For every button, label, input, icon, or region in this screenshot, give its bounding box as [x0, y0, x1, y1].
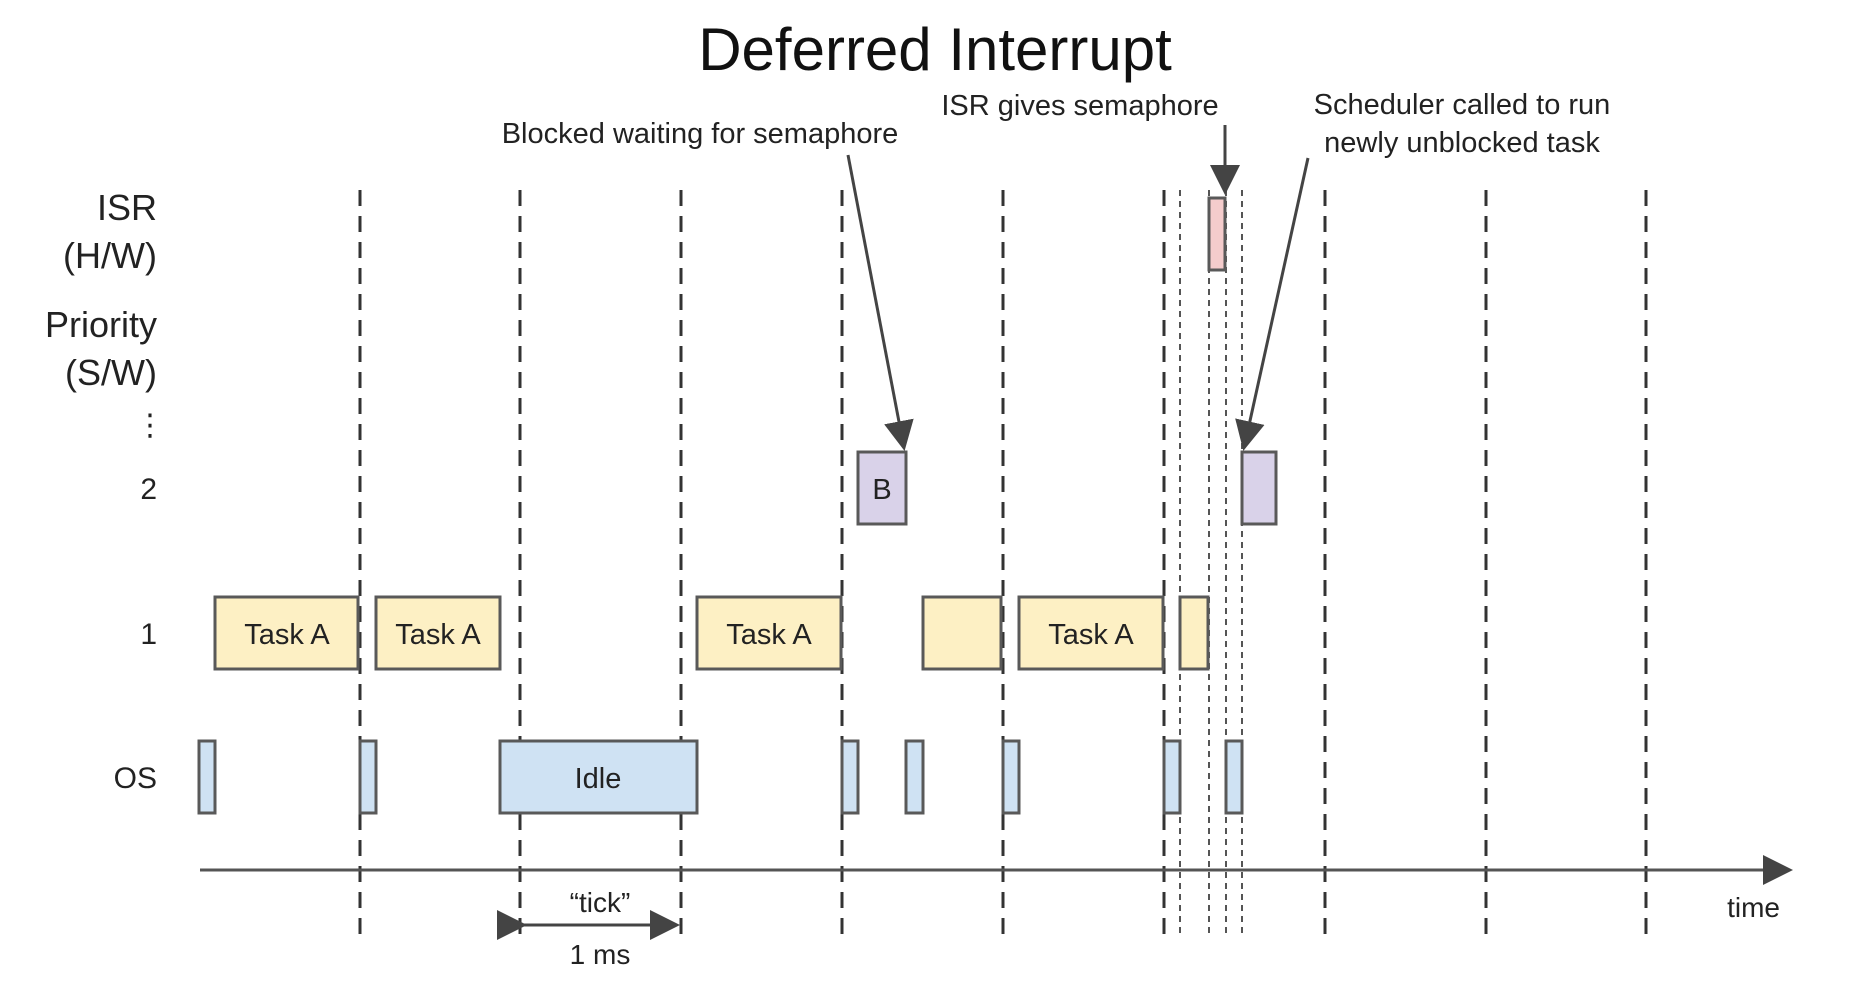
os-box: [840, 739, 860, 815]
row-label-priority: Priority: [45, 304, 157, 345]
task-a-label: Task A: [726, 619, 812, 651]
row-label-isr-hw: (H/W): [63, 235, 157, 276]
row-label-priority-2: 2: [140, 473, 157, 506]
os-box: [358, 739, 378, 815]
task-a-label: Task A: [1048, 619, 1134, 651]
row-labels: ISR (H/W) Priority (S/W) ⋮ 2 1 OS: [45, 187, 165, 795]
row-label-priority-1: 1: [140, 618, 157, 651]
task-a-box: [695, 595, 843, 671]
task-a-box: [1178, 595, 1210, 671]
task-a-label: Task A: [244, 619, 330, 651]
time-axis-label: time: [1727, 892, 1780, 923]
annotation-isr-gives: ISR gives semaphore: [941, 90, 1218, 122]
task-a-label: Task A: [395, 619, 481, 651]
os-box: [904, 739, 925, 815]
task-a-box: [921, 595, 1003, 671]
scheduler-arrow: [1235, 157, 1310, 451]
os-box: [1001, 739, 1021, 815]
event-lines: [1179, 190, 1243, 935]
annotation-arrows: [846, 125, 1310, 451]
row-label-isr: ISR: [97, 187, 157, 228]
task-a-box: [1017, 595, 1165, 671]
priority-2-row: [856, 450, 1278, 526]
blocked-arrow: [846, 154, 914, 451]
annotation-scheduler-line2: newly unblocked task: [1324, 127, 1600, 159]
os-row: [197, 739, 1244, 815]
row-label-priority-sw: (S/W): [65, 352, 157, 393]
idle-label: Idle: [575, 763, 622, 795]
priority-1-labels: Task A Task A Task A Task A: [244, 619, 1134, 651]
task-a-box: [213, 595, 360, 671]
task-b-box: [856, 450, 908, 526]
diagram-title: Deferred Interrupt: [698, 16, 1172, 83]
task-a-box: [374, 595, 502, 671]
annotation-blocked: Blocked waiting for semaphore: [502, 118, 899, 150]
os-box: [1162, 739, 1182, 815]
idle-box: [498, 739, 699, 815]
task-b-box: [1240, 450, 1278, 526]
tick-lines: [358, 190, 1648, 935]
row-label-os: OS: [114, 762, 157, 795]
annotation-scheduler-line1: Scheduler called to run: [1314, 89, 1611, 121]
priority-1-row: [213, 595, 1210, 671]
os-box: [197, 739, 217, 815]
isr-box: [1207, 196, 1227, 272]
task-b-label: B: [872, 474, 891, 506]
os-box: [1224, 739, 1244, 815]
tick-label: “tick”: [570, 887, 631, 918]
tick-duration-label: 1 ms: [570, 939, 631, 970]
row-label-ellipsis: ⋮: [135, 409, 165, 442]
